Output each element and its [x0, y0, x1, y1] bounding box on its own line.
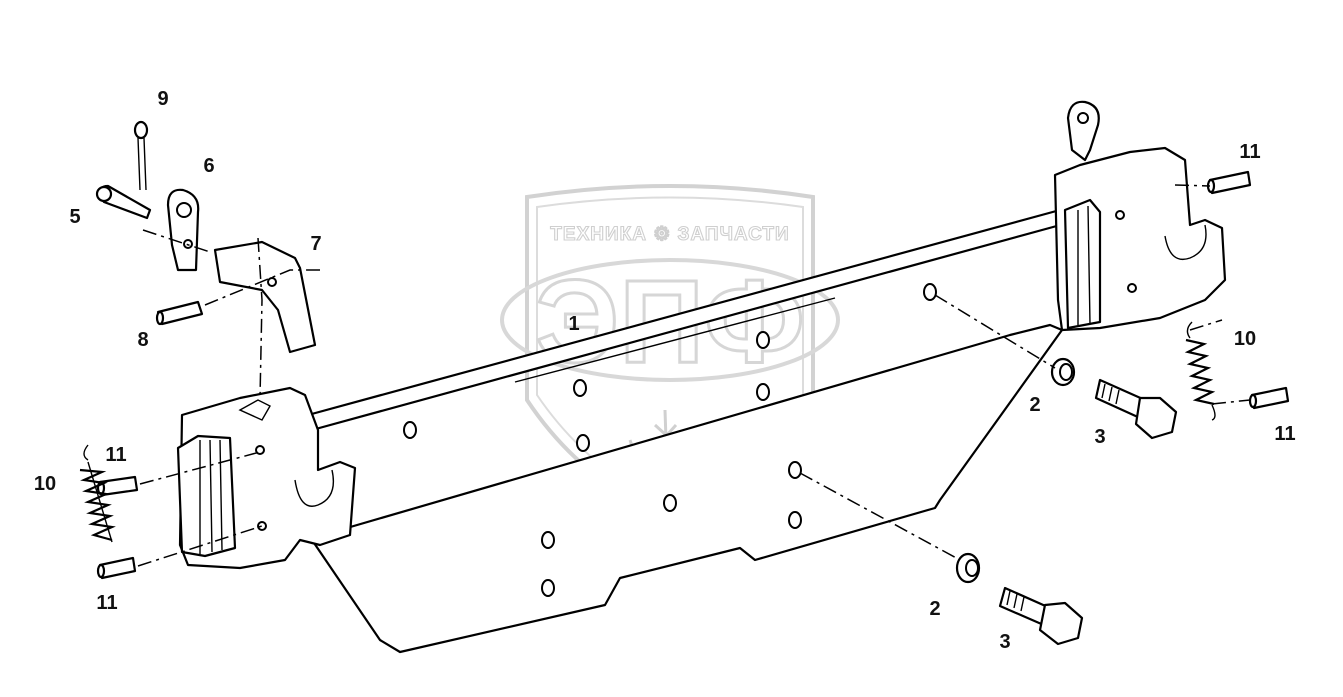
watermark-brand-text: ТЕХНИКА ⚙ ЗАПЧАСТИ	[550, 224, 789, 245]
callout-7: 7	[310, 233, 321, 255]
sleeve-left-top	[155, 300, 204, 326]
callout-2: 2	[1029, 394, 1040, 416]
callout-1: 1	[568, 313, 579, 335]
callout-6: 6	[203, 155, 214, 177]
callout-11: 11	[1239, 141, 1260, 163]
right-hook-bracket	[1053, 100, 1227, 332]
bolt-lower	[998, 586, 1084, 646]
assembly-lines	[137, 184, 1251, 567]
bolt-upper	[1094, 378, 1178, 440]
left-hook-bracket	[176, 386, 357, 570]
sleeve-left-lower	[96, 556, 137, 580]
callout-3: 3	[999, 631, 1010, 653]
spring-right	[1184, 321, 1216, 421]
washer-lower	[955, 552, 981, 584]
callout-11: 11	[96, 592, 117, 614]
spring-left	[79, 444, 116, 543]
callout-5: 5	[69, 206, 80, 228]
bolt-pin	[95, 184, 152, 220]
callout-10: 10	[1234, 328, 1256, 350]
callout-10: 10	[34, 473, 56, 495]
latch	[213, 240, 317, 354]
sleeve-left-upper	[96, 475, 139, 497]
eye-plate	[166, 188, 200, 272]
callout-8: 8	[137, 329, 148, 351]
callout-9: 9	[157, 88, 168, 110]
split-pin	[133, 120, 149, 191]
sleeve-right-lower	[1248, 386, 1290, 410]
callouts: 1 2 2 3 3 5 6 7 8 9 10 10 11 11 11 11	[34, 88, 1296, 653]
callout-2: 2	[929, 598, 940, 620]
callout-3: 3	[1094, 426, 1105, 448]
washer-upper	[1050, 357, 1076, 387]
sleeve-right-upper	[1206, 170, 1252, 195]
callout-11: 11	[1274, 423, 1295, 445]
callout-11: 11	[105, 444, 126, 466]
mounting-plate	[310, 283, 1064, 654]
